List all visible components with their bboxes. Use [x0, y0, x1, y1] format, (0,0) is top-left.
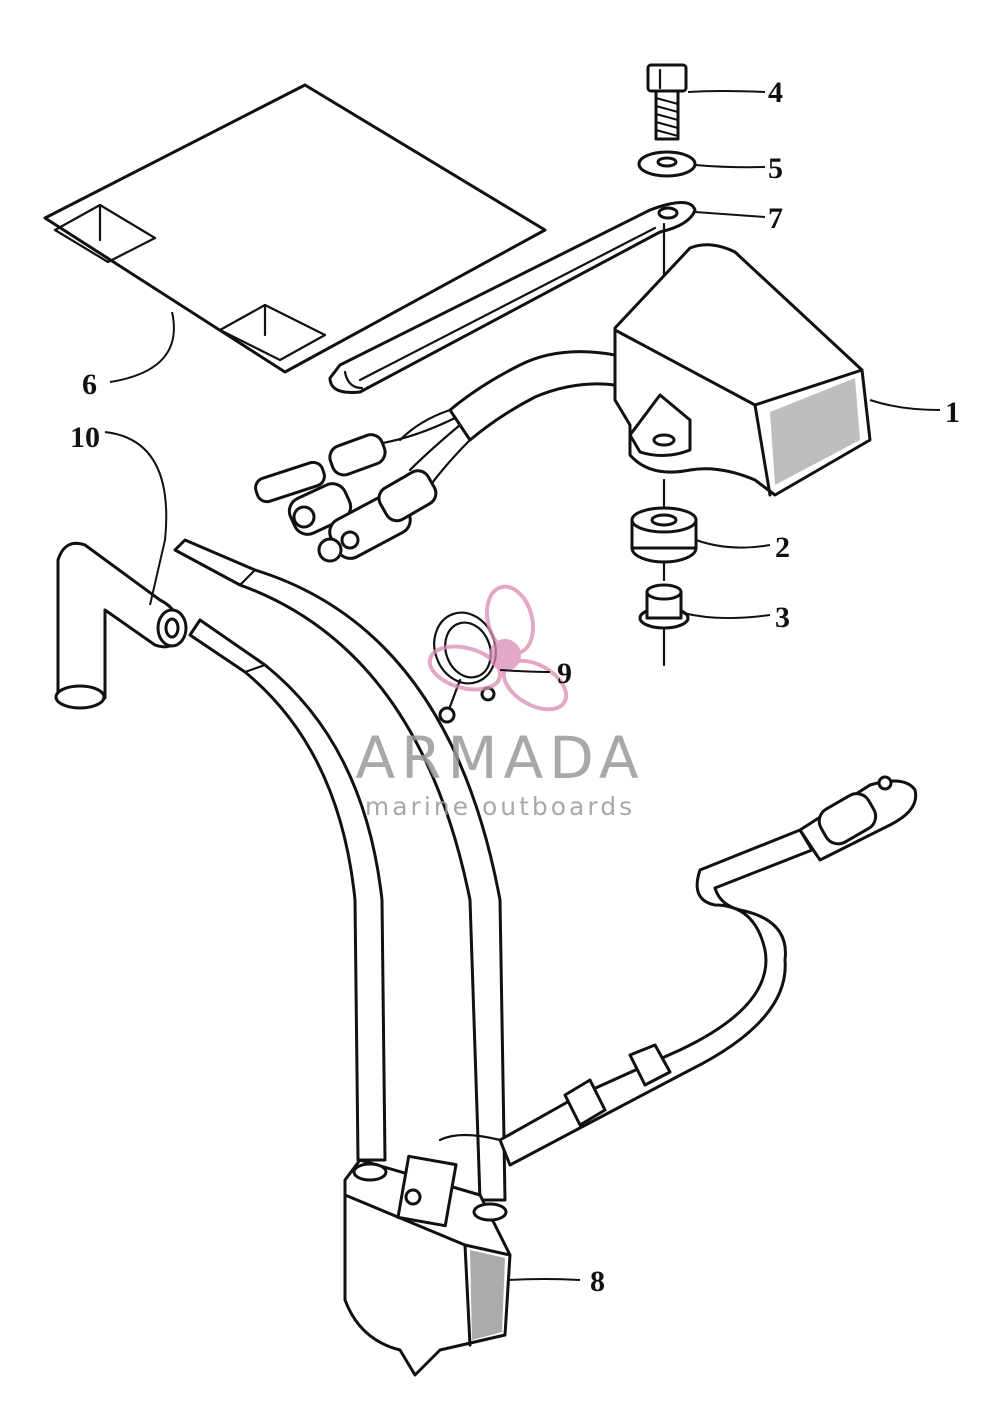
part-4-bolt — [646, 63, 688, 141]
watermark-subtitle: marine outboards — [365, 792, 635, 821]
part-10-plug-boot — [54, 541, 188, 710]
callout-1: 1 — [945, 396, 960, 429]
part-6-decal-sheet — [43, 83, 547, 374]
part-1-cdi-module — [613, 243, 872, 497]
module-wire-harness — [254, 350, 617, 563]
leader-lines — [104, 90, 941, 1281]
callout-5: 5 — [768, 152, 783, 185]
callout-2: 2 — [775, 531, 790, 564]
part-2-grommet — [630, 506, 698, 564]
callout-3: 3 — [775, 601, 790, 634]
callout-10: 10 — [70, 421, 100, 454]
part-7-strap — [328, 201, 697, 394]
watermark-title: ARMADA — [355, 724, 644, 792]
part-9-clip — [433, 611, 497, 724]
callout-4: 4 — [768, 76, 783, 109]
propeller-logo-icon — [427, 584, 569, 712]
callout-6: 6 — [82, 368, 97, 401]
part-8-ignition-coil — [173, 538, 918, 1377]
callout-numbers: 4 5 7 1 2 3 6 10 9 8 — [70, 76, 960, 1298]
callout-8: 8 — [590, 1265, 605, 1298]
part-5-washer — [637, 150, 697, 178]
watermark: ARMADA marine outboards — [355, 584, 644, 821]
part-3-sleeve — [638, 583, 690, 630]
callout-7: 7 — [768, 202, 783, 235]
callout-9: 9 — [557, 657, 572, 690]
